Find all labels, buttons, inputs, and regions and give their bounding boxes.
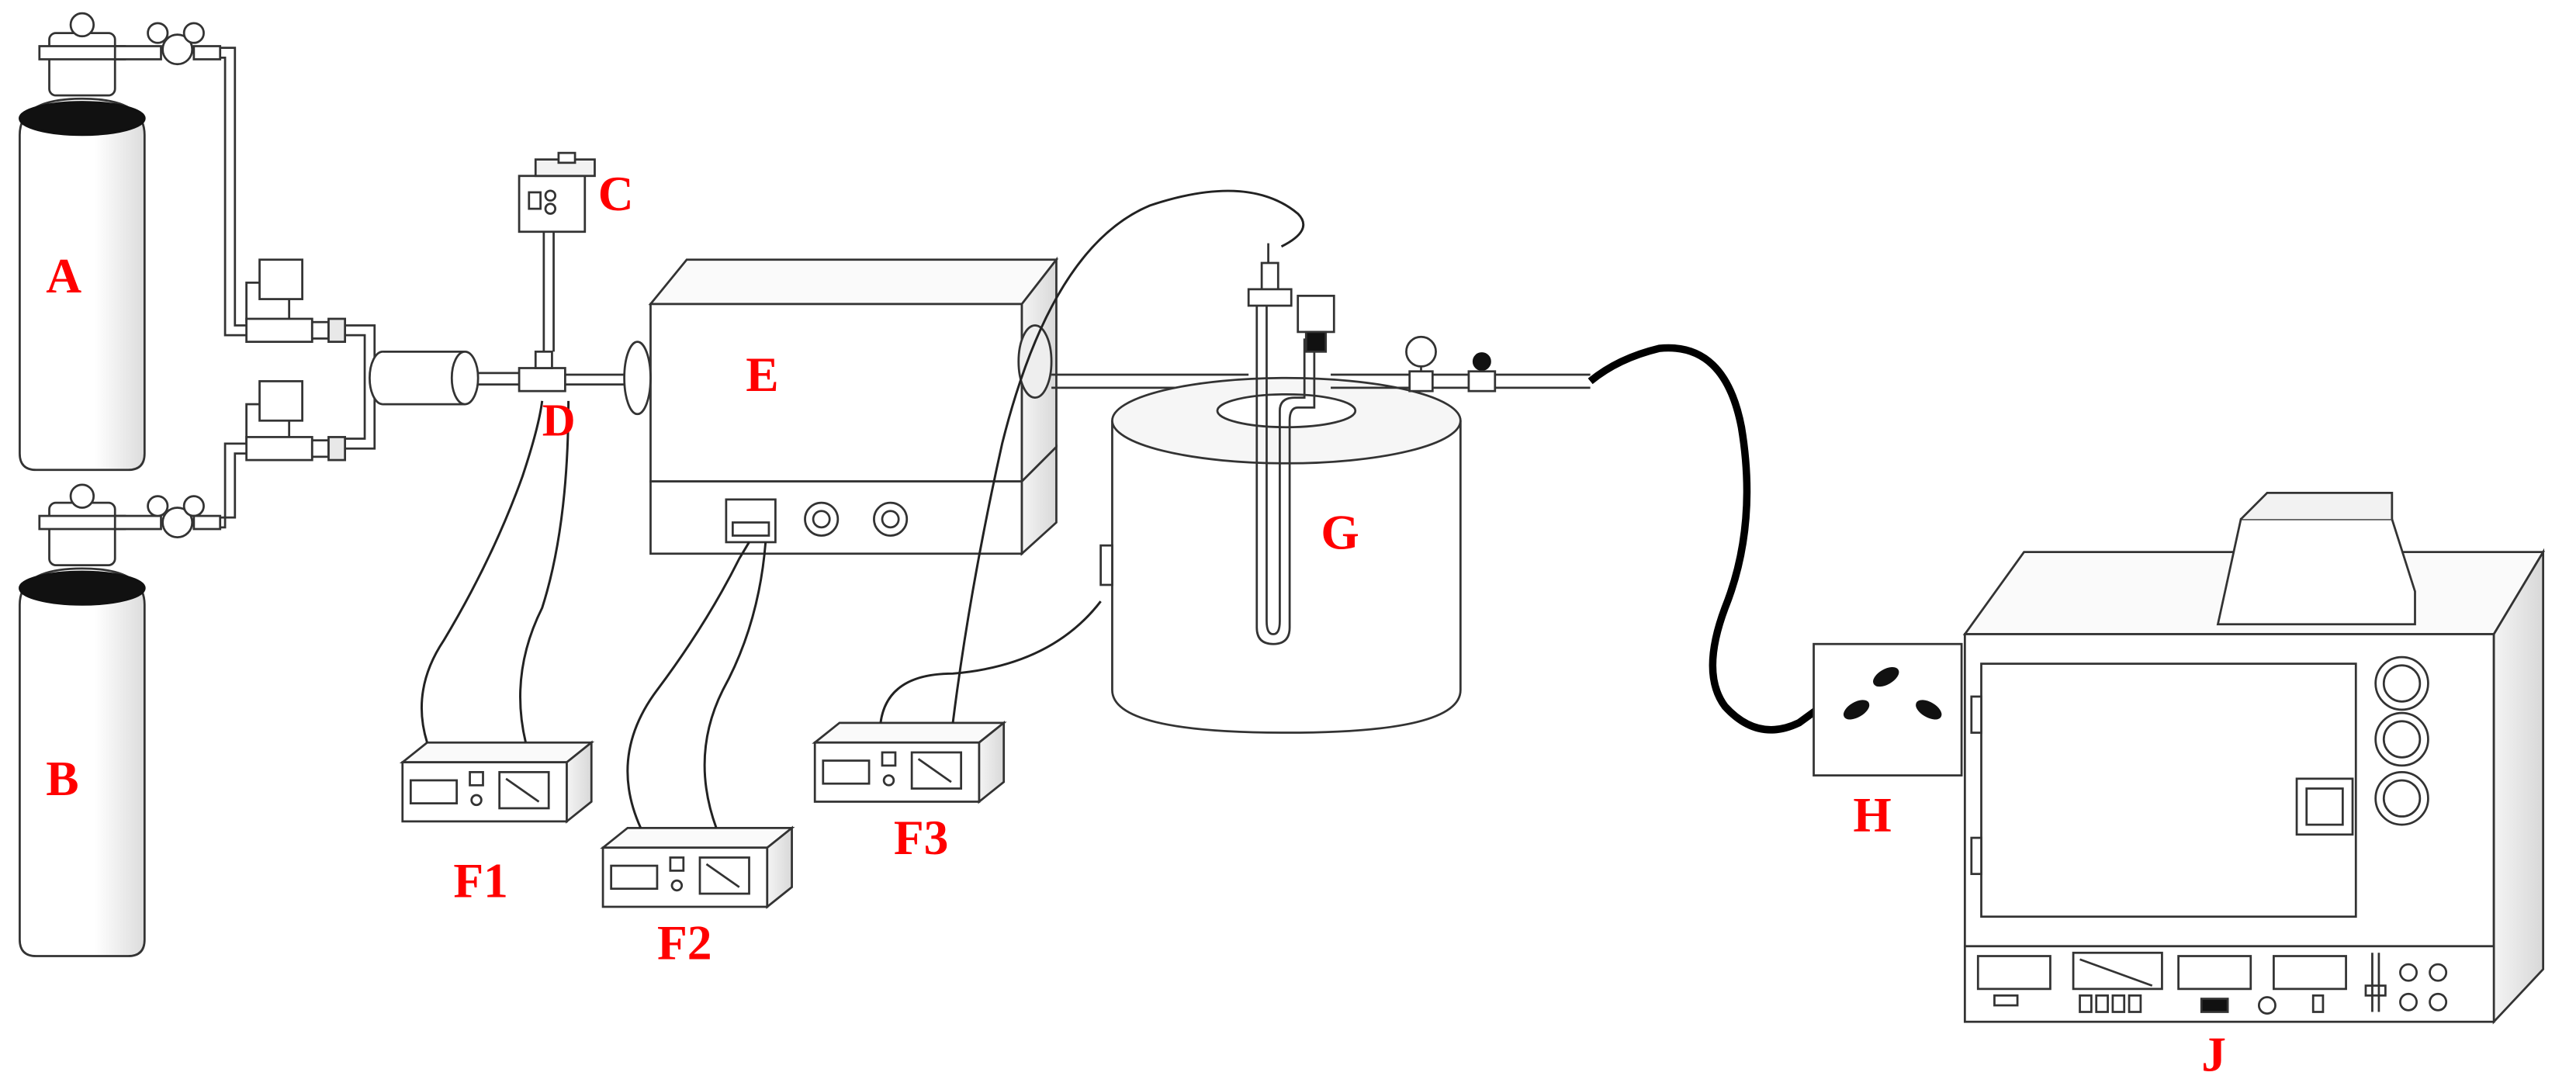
label-j: J [2201,1027,2226,1082]
mass-flow-controller-lower [245,380,347,462]
label-f3: F3 [894,810,949,865]
valve-d [518,350,625,393]
label-d: D [542,394,576,445]
mixing-chamber [369,350,523,406]
labels: A B C D E F1 F2 F3 G H J [46,166,2226,1081]
label-e: E [746,347,778,402]
label-f2: F2 [657,915,712,970]
tube-furnace-e [623,256,1249,556]
temperature-controller-f2 [600,825,795,909]
gas-cylinder-a [19,12,222,472]
gas-chromatograph-j [1962,492,2546,1025]
label-c: C [598,166,634,221]
reactor-furnace-g [1099,376,1462,734]
label-g: G [1321,504,1359,559]
outlet-line [1331,335,1591,393]
controller-c [518,151,596,352]
gas-cylinder-b [19,483,222,957]
mass-flow-controller-upper [245,258,347,344]
label-f1: F1 [453,853,508,908]
label-b: B [46,751,78,806]
gas-line-lower [220,442,247,529]
label-a: A [46,248,81,303]
wires [420,189,1305,828]
cable-to-h [1587,344,1819,734]
temperature-controller-f3 [812,720,1007,804]
reactor-tube [1247,243,1335,645]
temperature-controller-f1 [399,740,595,824]
unit-h [1813,642,1963,776]
label-h: H [1853,787,1891,842]
